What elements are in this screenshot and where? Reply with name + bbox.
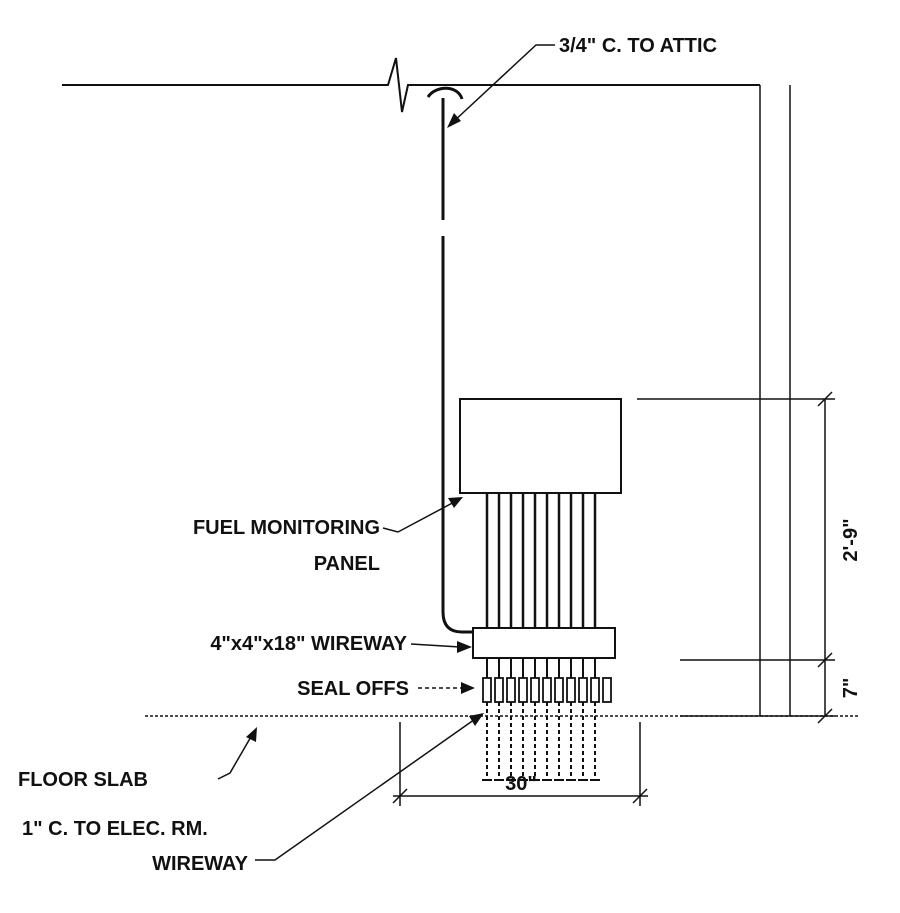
wireway xyxy=(472,627,616,659)
vertical-dimension xyxy=(637,391,835,724)
panel-label-line2: PANEL xyxy=(314,553,380,575)
seal-offs xyxy=(482,677,612,703)
dimension-wireway-height: 7" xyxy=(840,678,862,699)
leader-attic xyxy=(447,44,555,128)
horizontal-dimension xyxy=(392,722,648,806)
wall-lines xyxy=(759,85,791,716)
elec-conduit-label-line1: 1" C. TO ELEC. RM. xyxy=(22,818,208,840)
floor-slab-label: FLOOR SLAB xyxy=(18,769,148,791)
ceiling-line xyxy=(62,57,760,113)
leader-wireway xyxy=(410,641,472,653)
leader-elec-conduit xyxy=(255,713,484,861)
panel-wires xyxy=(485,494,597,628)
fuel-monitoring-panel xyxy=(459,398,622,494)
below-slab-conduits xyxy=(486,702,596,780)
elec-conduit-label-line2: WIREWAY xyxy=(152,853,249,875)
leader-seal-offs xyxy=(418,682,475,694)
attic-conduit xyxy=(426,86,473,634)
dimension-width: 30" xyxy=(505,773,537,795)
leader-floor-slab xyxy=(217,727,257,780)
seal-connectors xyxy=(486,658,596,678)
leader-panel xyxy=(382,497,463,533)
seal-offs-label: SEAL OFFS xyxy=(297,678,409,700)
attic-conduit-label: 3/4" C. TO ATTIC xyxy=(559,35,717,57)
panel-label-line1: FUEL MONITORING xyxy=(193,517,380,539)
wireway-label: 4"x4"x18" WIREWAY xyxy=(210,633,407,655)
dimension-panel-height: 2'-9" xyxy=(840,518,862,561)
